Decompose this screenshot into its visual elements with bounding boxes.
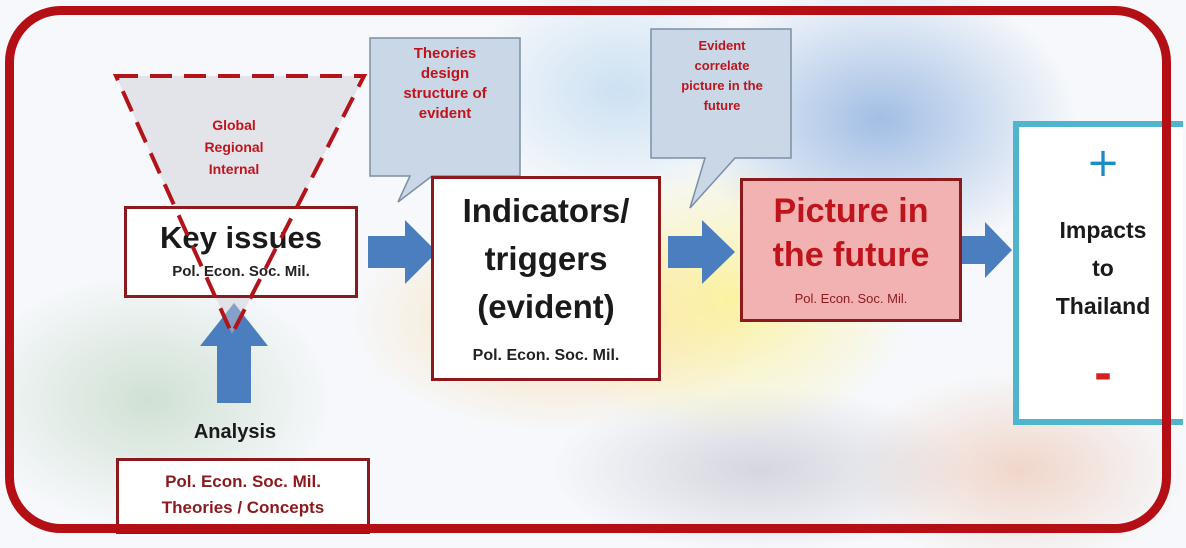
arrow-right-2 [668,220,735,284]
callout-1-line-1: Theories [413,45,477,62]
triangle-text: Global Regional Internal [182,114,286,180]
callout-1-line-4: evident [418,105,472,122]
analysis-line-1: Pol. Econ. Soc. Mil. [165,472,321,491]
indicators-line-1: Indicators/ [462,192,630,229]
triangle-line-regional: Regional [204,139,264,155]
callout-2-text: Evident correlate picture in the future [655,36,789,116]
key-issues-subtitle: Pol. Econ. Soc. Mil. [172,263,310,280]
impacts-title: Impacts to Thailand [1019,211,1183,325]
impacts-line-2: to [1092,255,1114,281]
indicators-line-3: (evident) [477,288,615,325]
impacts-minus: - [1093,349,1113,400]
picture-future-subtitle: Pol. Econ. Soc. Mil. [794,291,908,306]
picture-future-box: Picture in the future Pol. Econ. Soc. Mi… [740,178,962,322]
indicators-line-2: triggers [484,240,608,277]
impacts-box: + Impacts to Thailand - [1013,121,1183,425]
analysis-box-text: Pol. Econ. Soc. Mil. Theories / Concepts [119,469,367,521]
picture-line-1: Picture in [773,192,929,230]
triangle-line-global: Global [212,117,256,133]
arrow-up [200,303,268,403]
indicators-box: Indicators/ triggers (evident) Pol. Econ… [431,176,661,381]
analysis-box: Pol. Econ. Soc. Mil. Theories / Concepts [116,458,370,534]
impacts-plus: + [1086,140,1120,186]
callout-2-shape [650,28,792,209]
analysis-line-2: Theories / Concepts [161,498,325,517]
callout-2-line-3: picture in the [681,78,763,93]
callout-1-shape [369,37,521,203]
impacts-line-3: Thailand [1055,293,1151,319]
callout-1-line-3: structure of [403,85,487,102]
picture-line-2: the future [772,236,930,274]
callout-2-line-2: correlate [694,58,750,73]
triangle-shape [116,76,364,334]
arrow-right-3 [962,222,1012,278]
callout-1-line-2: design [420,65,470,82]
key-issues-box: Key issues Pol. Econ. Soc. Mil. [124,206,358,298]
impacts-line-1: Impacts [1059,217,1147,243]
key-issues-title: Key issues [160,220,322,255]
indicators-subtitle: Pol. Econ. Soc. Mil. [472,347,620,364]
indicators-title: Indicators/ triggers (evident) [434,187,658,331]
callout-2-line-1: Evident [698,38,746,53]
analysis-label: Analysis [193,421,277,443]
triangle-line-internal: Internal [208,161,260,177]
arrow-right-1 [368,220,437,284]
callout-2-line-4: future [703,98,741,113]
outer-frame [5,6,1171,533]
picture-future-title: Picture in the future [743,189,959,277]
callout-1-text: Theories design structure of evident [374,44,516,124]
